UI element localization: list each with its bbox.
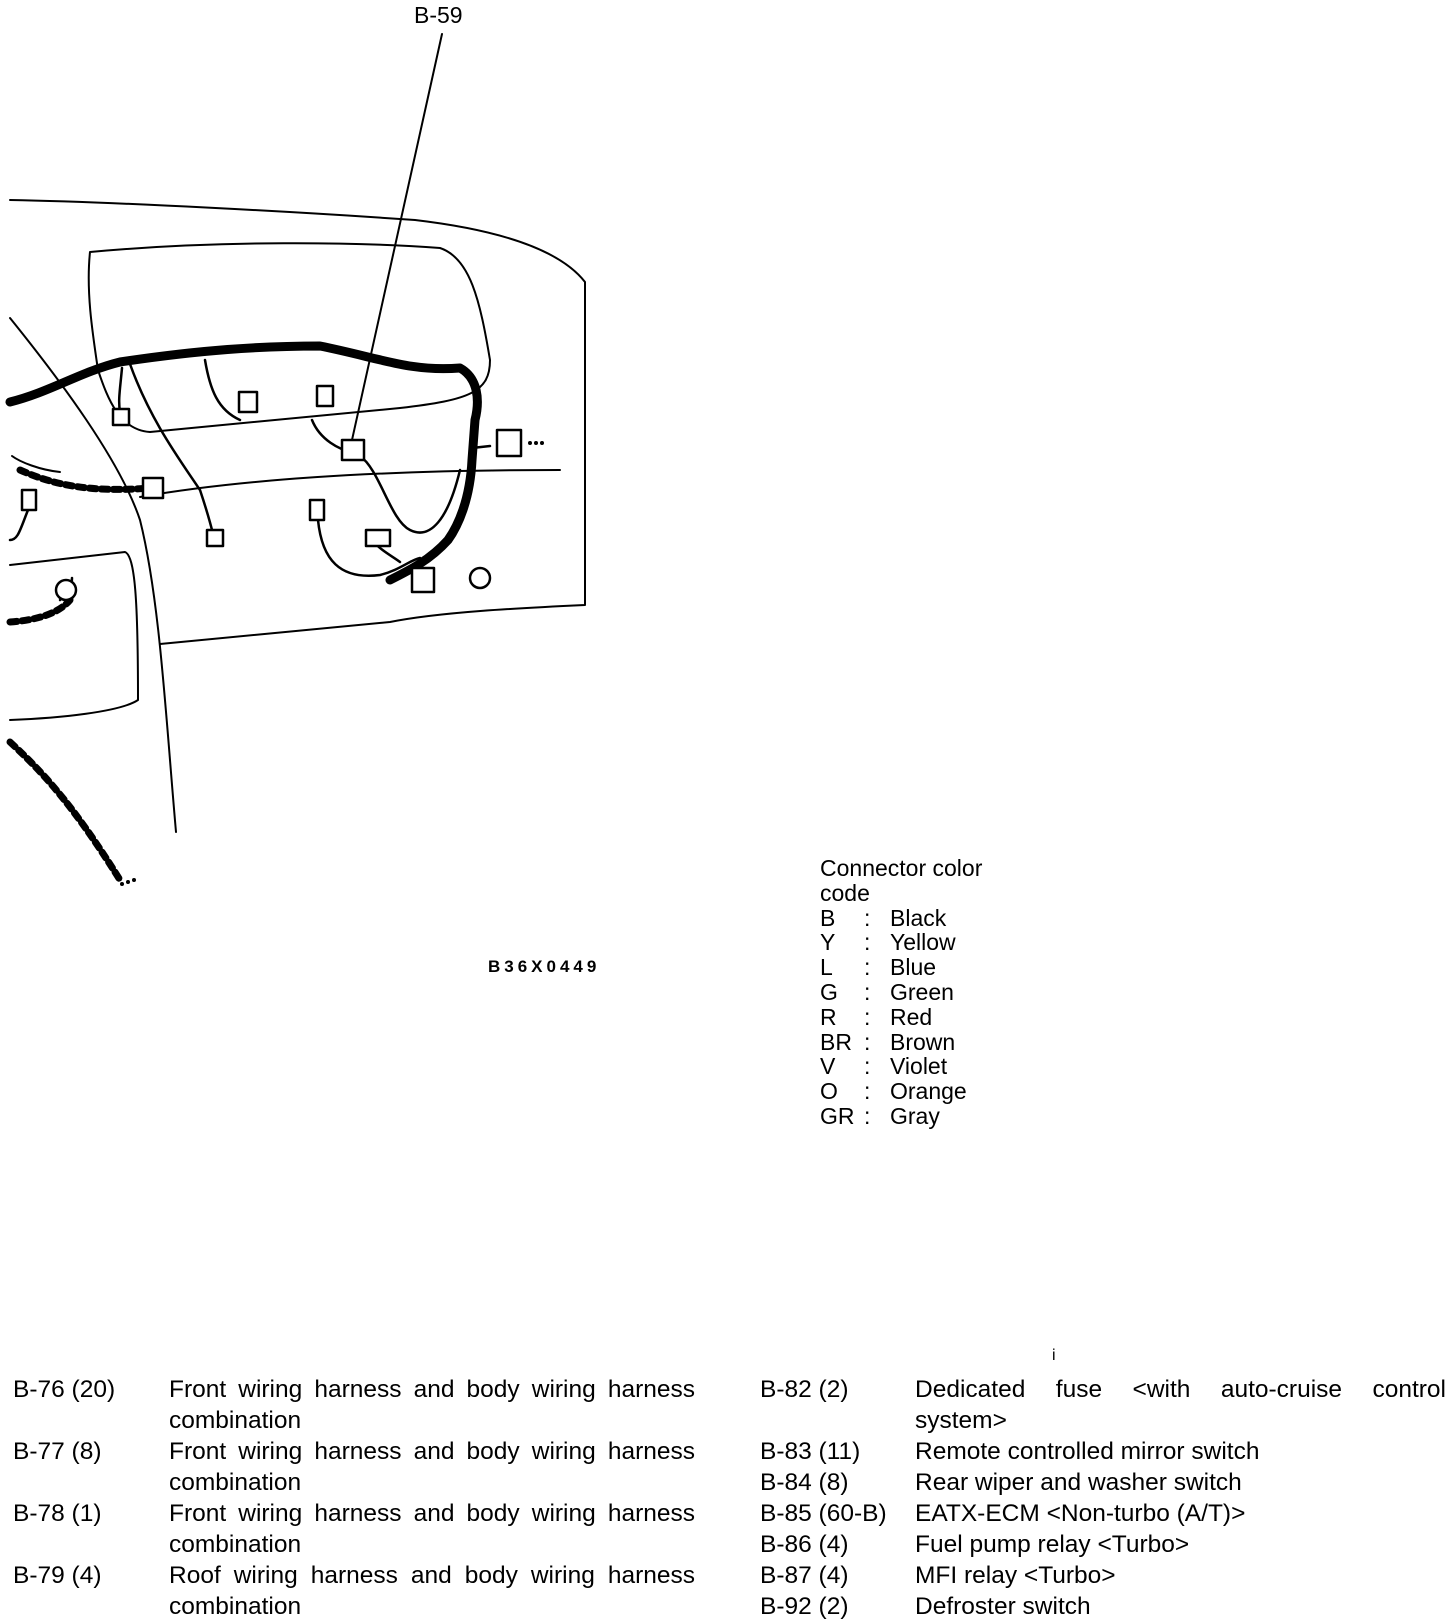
legend-separator: : bbox=[864, 1078, 871, 1105]
legend-separator: : bbox=[864, 904, 871, 931]
connector-row: B-87 (4) MFI relay <Turbo> bbox=[760, 1560, 1446, 1591]
legend-separator: : bbox=[864, 1102, 871, 1129]
legend-color: Brown bbox=[890, 1028, 956, 1055]
legend-entry: GR: Gray bbox=[820, 1104, 1020, 1129]
legend-separator: : bbox=[864, 1028, 871, 1055]
connectors bbox=[20, 384, 523, 602]
legend-code: V bbox=[820, 1053, 836, 1080]
callout-label-b59: B-59 bbox=[414, 2, 463, 28]
connector-row: B-78 (1) Front wiring harness and body wi… bbox=[13, 1498, 695, 1560]
connector-row: B-92 (2) Defroster switch bbox=[760, 1591, 1446, 1622]
legend-color: Gray bbox=[890, 1102, 940, 1129]
legend-code: B bbox=[820, 904, 836, 931]
connector bbox=[495, 428, 523, 458]
connector-description: Remote controlled mirror switch bbox=[915, 1438, 1260, 1465]
legend-entry: Y: Yellow bbox=[820, 930, 1020, 955]
legend-color: Red bbox=[890, 1003, 933, 1030]
connector-color-legend: Connector color code B: Black Y: Yellow L:… bbox=[820, 856, 1020, 1129]
legend-code: O bbox=[820, 1078, 838, 1105]
connector-row: B-86 (4) Fuel pump relay <Turbo> bbox=[760, 1529, 1446, 1560]
b59-leader-line bbox=[351, 33, 443, 441]
connector-row: B-84 (8) Rear wiper and washer switch bbox=[760, 1467, 1446, 1498]
connector bbox=[364, 528, 392, 548]
legend-entry: L: Blue bbox=[820, 955, 1020, 980]
legend-separator: : bbox=[864, 929, 871, 956]
connector-description: MFI relay <Turbo> bbox=[915, 1562, 1116, 1589]
legend-code: G bbox=[820, 978, 838, 1005]
connector-pin-dots bbox=[120, 441, 544, 886]
connector bbox=[308, 498, 326, 522]
connector bbox=[20, 488, 38, 512]
connector-description: Fuel pump relay <Turbo> bbox=[915, 1531, 1190, 1558]
stray-mark: i bbox=[1052, 1347, 1056, 1364]
connector-code: B-77 (8) bbox=[13, 1438, 102, 1465]
branch-wires bbox=[8, 358, 492, 602]
legend-code: BR bbox=[820, 1028, 852, 1055]
connector-description: Front wiring harness and body wiring har… bbox=[169, 1376, 695, 1434]
connector-list-left: B-76 (20) Front wiring harness and body w… bbox=[13, 1374, 695, 1622]
figure-code: B36X0449 bbox=[488, 957, 601, 976]
legend-entry: R: Red bbox=[820, 1003, 1020, 1030]
connector-code: B-85 (60-B) bbox=[760, 1500, 887, 1527]
connector-code: B-87 (4) bbox=[760, 1562, 849, 1589]
legend-color: Green bbox=[890, 978, 954, 1005]
connector-row: B-82 (2) Dedicated fuse <with auto-cruise… bbox=[760, 1374, 1446, 1436]
legend-code: Y bbox=[820, 929, 836, 956]
connector-description: Front wiring harness and body wiring har… bbox=[169, 1438, 695, 1496]
connector bbox=[141, 476, 165, 500]
connector-code: B-92 (2) bbox=[760, 1593, 849, 1620]
connector-description: Dedicated fuse <with auto-cruise control… bbox=[915, 1376, 1446, 1434]
legend-color: Violet bbox=[890, 1053, 948, 1080]
connector-row: B-79 (4) Roof wiring harness and body wir… bbox=[13, 1560, 695, 1622]
main-harness bbox=[5, 341, 482, 585]
dashed-harness bbox=[6, 466, 154, 884]
legend-entry: V: Violet bbox=[820, 1054, 1020, 1079]
legend-color: Yellow bbox=[890, 929, 956, 956]
connector-row: B-85 (60-B) EATX-ECM <Non-turbo (A/T)> bbox=[760, 1498, 1446, 1529]
connector-code: B-83 (11) bbox=[760, 1438, 861, 1465]
legend-entry: BR: Brown bbox=[820, 1028, 1020, 1055]
connector bbox=[237, 390, 259, 414]
connector-description: Roof wiring harness and body wiring harn… bbox=[169, 1562, 695, 1620]
connector-b59 bbox=[340, 438, 366, 462]
connector-description: EATX-ECM <Non-turbo (A/T)> bbox=[915, 1500, 1246, 1527]
connector-code: B-86 (4) bbox=[760, 1531, 849, 1558]
connector-description: Front wiring harness and body wiring har… bbox=[169, 1500, 695, 1558]
legend-color: Black bbox=[890, 904, 947, 931]
connector-code: B-79 (4) bbox=[13, 1562, 102, 1589]
wiring-harness-diagram bbox=[5, 33, 586, 886]
connector-list-right: B-82 (2) Dedicated fuse <with auto-cruise… bbox=[760, 1374, 1446, 1622]
legend-separator: : bbox=[864, 1053, 871, 1080]
legend-separator: : bbox=[864, 978, 871, 1005]
legend-color: Blue bbox=[890, 954, 937, 981]
legend-color: Orange bbox=[890, 1078, 967, 1105]
legend-entry: G: Green bbox=[820, 980, 1020, 1005]
legend-title: Connector color code bbox=[820, 855, 983, 906]
legend-entry: B: Black bbox=[820, 904, 1020, 931]
legend-separator: : bbox=[864, 1003, 871, 1030]
connector bbox=[54, 578, 78, 602]
connector-code: B-82 (2) bbox=[760, 1376, 849, 1403]
dashboard-outline bbox=[9, 199, 586, 833]
connector bbox=[315, 384, 335, 408]
connector-code: B-84 (8) bbox=[760, 1469, 849, 1496]
legend-separator: : bbox=[864, 954, 871, 981]
connector-row: B-76 (20) Front wiring harness and body w… bbox=[13, 1374, 695, 1436]
legend-entry: O: Orange bbox=[820, 1079, 1020, 1104]
connector bbox=[111, 407, 131, 427]
connector-row: B-77 (8) Front wiring harness and body wi… bbox=[13, 1436, 695, 1498]
connector-code: B-78 (1) bbox=[13, 1500, 102, 1527]
connector-code: B-76 (20) bbox=[13, 1376, 116, 1403]
connector-description: Defroster switch bbox=[915, 1593, 1091, 1620]
connector bbox=[205, 528, 225, 548]
legend-code: R bbox=[820, 1003, 837, 1030]
connector-description: Rear wiper and washer switch bbox=[915, 1469, 1242, 1496]
legend-code: GR bbox=[820, 1102, 855, 1129]
legend-code: L bbox=[820, 954, 833, 981]
connector bbox=[468, 566, 492, 590]
connector bbox=[410, 566, 436, 594]
connector-row: B-83 (11) Remote controlled mirror switch bbox=[760, 1436, 1446, 1467]
